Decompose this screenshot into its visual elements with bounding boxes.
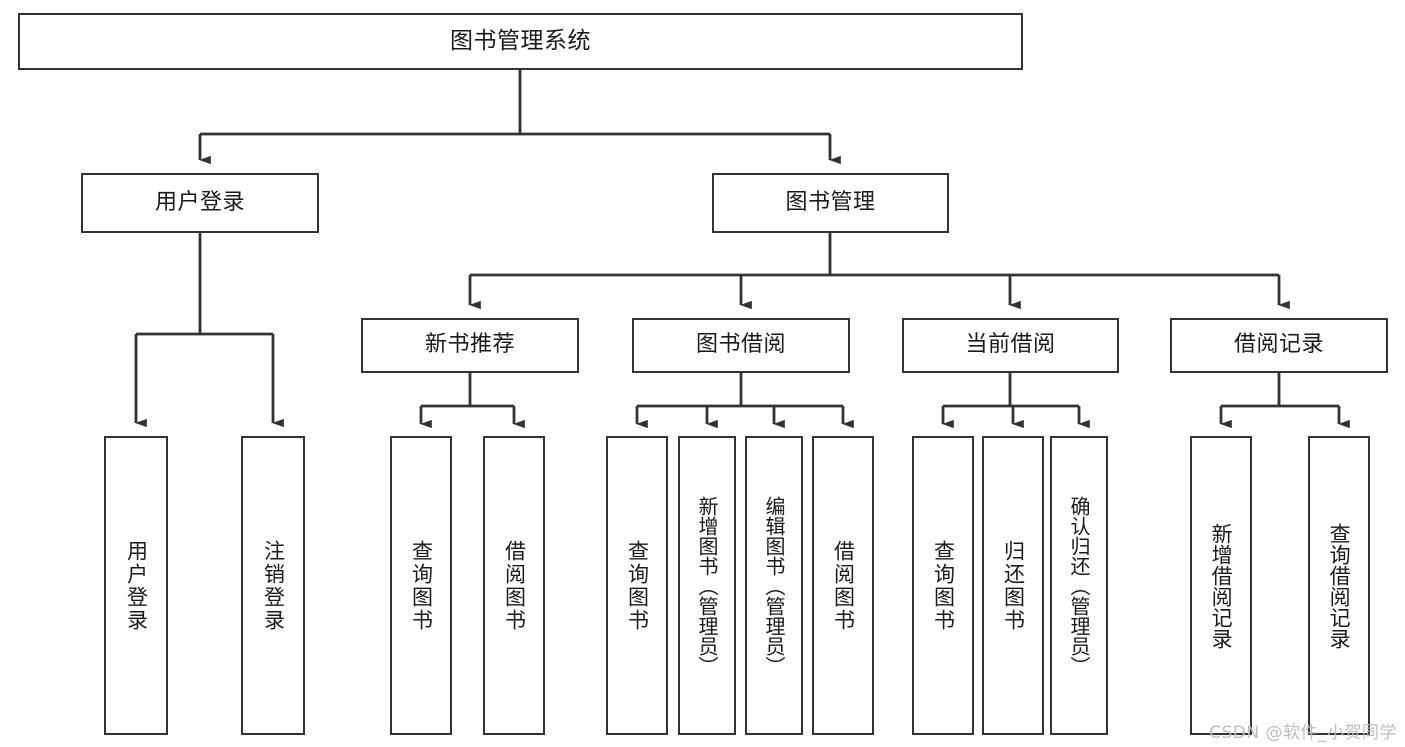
node-leaf-user-logout-label: 注销登录 <box>261 539 286 632</box>
node-book-manage-label: 图书管理 <box>785 189 876 215</box>
connector-group-user-login <box>134 233 284 428</box>
node-root[interactable]: 图书管理系统 <box>18 13 1023 70</box>
node-leaf-query-borrow-record[interactable]: 查询借阅记录 <box>1308 436 1370 735</box>
connector-group-new-book-recommend <box>419 373 525 429</box>
node-book-borrow-label: 图书借阅 <box>695 332 786 358</box>
node-user-login[interactable]: 用户登录 <box>81 173 319 233</box>
node-borrow-records-label: 借阅记录 <box>1233 332 1324 358</box>
node-leaf-add-book-admin[interactable]: 新增图书（管理员） <box>678 436 736 735</box>
node-user-login-label: 用户登录 <box>154 189 245 215</box>
node-root-label: 图书管理系统 <box>450 27 591 54</box>
node-leaf-borrow-book-1[interactable]: 借阅图书 <box>483 436 545 735</box>
connector-group-borrow-records <box>1219 373 1350 429</box>
node-leaf-confirm-return-admin-label: 确认归还（管理员） <box>1067 495 1091 676</box>
node-leaf-add-borrow-record[interactable]: 新增借阅记录 <box>1190 436 1252 735</box>
node-leaf-edit-book-admin[interactable]: 编辑图书（管理员） <box>745 436 803 735</box>
node-leaf-query-book-1[interactable]: 查询图书 <box>390 436 452 735</box>
node-leaf-query-book-3-label: 查询图书 <box>931 539 956 632</box>
node-leaf-query-book-2[interactable]: 查询图书 <box>606 436 668 735</box>
node-leaf-query-book-3[interactable]: 查询图书 <box>912 436 974 735</box>
node-leaf-confirm-return-admin[interactable]: 确认归还（管理员） <box>1050 436 1108 735</box>
node-borrow-records[interactable]: 借阅记录 <box>1170 318 1388 373</box>
connector-group-root <box>198 70 841 165</box>
node-leaf-user-login[interactable]: 用户登录 <box>104 436 168 735</box>
node-leaf-borrow-book-2-label: 借阅图书 <box>831 539 856 632</box>
node-leaf-user-login-label: 用户登录 <box>124 539 149 632</box>
node-leaf-user-logout[interactable]: 注销登录 <box>241 436 305 735</box>
node-leaf-query-book-1-label: 查询图书 <box>409 539 434 632</box>
node-leaf-query-book-2-label: 查询图书 <box>625 539 650 632</box>
node-leaf-add-book-admin-label: 新增图书（管理员） <box>695 495 719 676</box>
node-leaf-return-book-label: 归还图书 <box>1001 539 1026 632</box>
connector-group-current-borrow <box>941 373 1090 429</box>
connector-group-book-borrow <box>635 373 854 429</box>
node-leaf-add-borrow-record-label: 新增借阅记录 <box>1209 522 1234 649</box>
node-new-book-recommend-label: 新书推荐 <box>424 332 515 358</box>
csdn-watermark: CSDN @软件_小贺同学 <box>1209 723 1397 743</box>
node-leaf-return-book[interactable]: 归还图书 <box>982 436 1044 735</box>
node-book-borrow[interactable]: 图书借阅 <box>632 318 850 373</box>
connector-group-book-manage <box>468 233 1290 310</box>
node-leaf-query-borrow-record-label: 查询借阅记录 <box>1327 522 1352 649</box>
node-leaf-edit-book-admin-label: 编辑图书（管理员） <box>762 495 786 676</box>
node-current-borrow-label: 当前借阅 <box>965 332 1056 358</box>
node-book-manage[interactable]: 图书管理 <box>712 173 949 233</box>
node-current-borrow[interactable]: 当前借阅 <box>902 318 1119 373</box>
node-new-book-recommend[interactable]: 新书推荐 <box>361 318 579 373</box>
node-leaf-borrow-book-2[interactable]: 借阅图书 <box>812 436 874 735</box>
node-leaf-borrow-book-1-label: 借阅图书 <box>502 539 527 632</box>
